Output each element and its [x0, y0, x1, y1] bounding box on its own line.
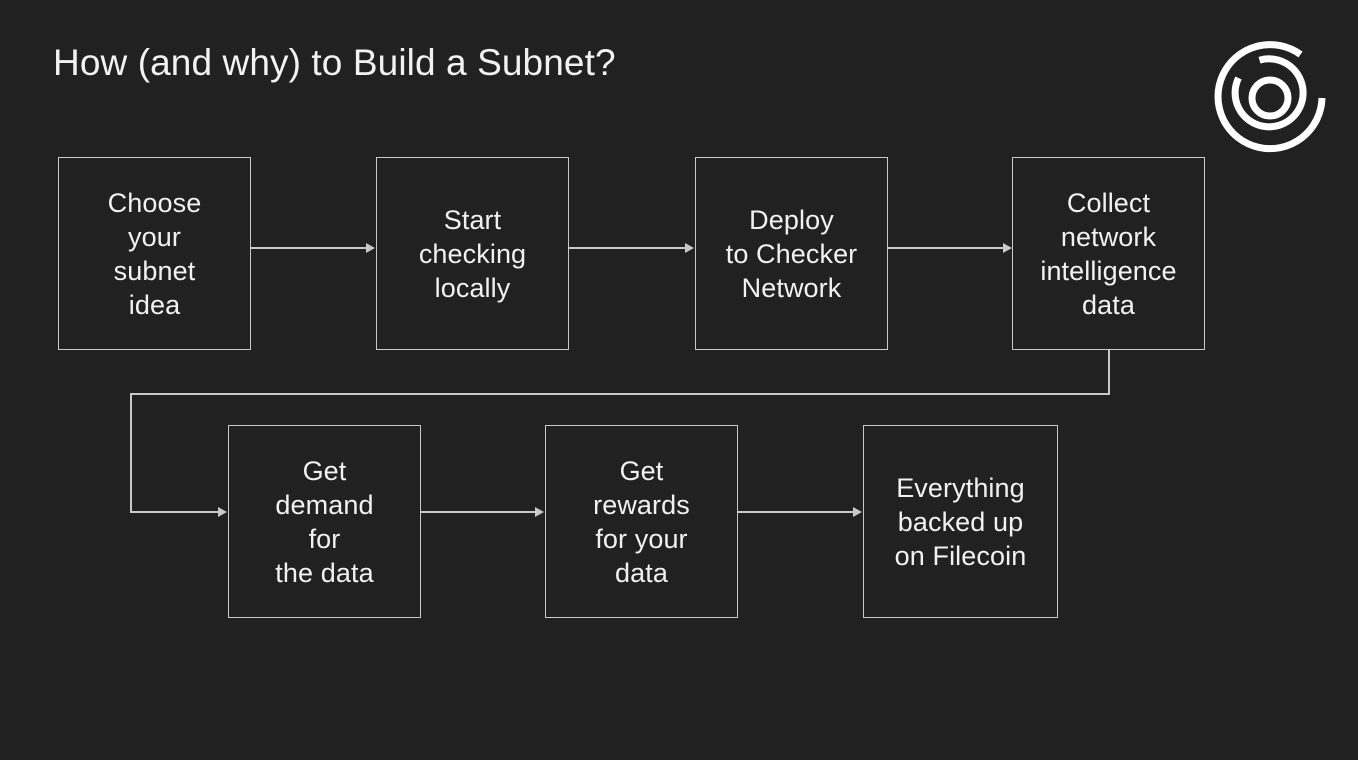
- flow-box-label: Everything backed up on Filecoin: [894, 472, 1027, 571]
- arrow-head-step2-step3: [685, 242, 694, 253]
- connector-step5-step6: [421, 511, 536, 513]
- flow-box-step-4[interactable]: Collect network intelligence data: [1012, 157, 1205, 350]
- flow-box-step-2[interactable]: Start checking locally: [376, 157, 569, 350]
- arrow-head-step4-step5: [218, 506, 227, 517]
- connector-step4-step5-segment-right: [130, 511, 219, 513]
- arrow-head-step1-step2: [366, 242, 375, 253]
- flow-box-step-7[interactable]: Everything backed up on Filecoin: [863, 425, 1058, 618]
- flow-box-step-5[interactable]: Get demand for the data: [228, 425, 421, 618]
- arrow-head-step5-step6: [535, 506, 544, 517]
- flow-box-label: Get demand for the data: [275, 455, 374, 588]
- flow-box-label: Collect network intelligence data: [1040, 187, 1177, 320]
- connector-step4-step5-segment-down: [1108, 350, 1110, 395]
- flow-box-step-3[interactable]: Deploy to Checker Network: [695, 157, 888, 350]
- connector-step6-step7: [738, 511, 854, 513]
- connector-step4-step5-segment-down-left: [130, 393, 132, 513]
- flow-box-label: Get rewards for your data: [593, 455, 690, 588]
- connector-step1-step2: [251, 247, 367, 249]
- arrow-head-step6-step7: [853, 506, 862, 517]
- checker-network-logo-icon: [1208, 38, 1332, 158]
- flow-box-step-6[interactable]: Get rewards for your data: [545, 425, 738, 618]
- connector-step4-step5-segment-left: [130, 393, 1110, 395]
- arrow-head-step3-step4: [1003, 242, 1012, 253]
- connector-step3-step4: [888, 247, 1004, 249]
- page-title: How (and why) to Build a Subnet?: [53, 42, 616, 83]
- flow-box-label: Deploy to Checker Network: [725, 204, 858, 303]
- flow-box-step-1[interactable]: Choose your subnet idea: [58, 157, 251, 350]
- connector-step2-step3: [569, 247, 686, 249]
- flow-box-label: Choose your subnet idea: [107, 187, 202, 320]
- flow-box-label: Start checking locally: [418, 204, 527, 303]
